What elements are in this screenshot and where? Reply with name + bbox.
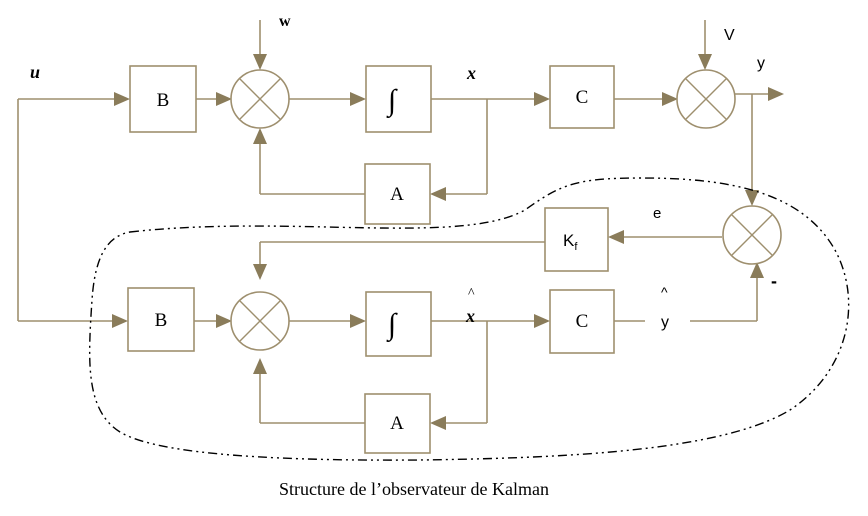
plant-sum-junction <box>230 69 290 129</box>
label-w: w <box>279 13 291 30</box>
observer-c-label: C <box>576 311 589 332</box>
observer-a-label: A <box>390 413 404 434</box>
observer-wires <box>18 236 758 424</box>
plant-b-block: B <box>129 65 197 133</box>
arrow-into-observer-a <box>430 416 446 430</box>
arrow-into-int <box>350 92 366 106</box>
error-sum-junction <box>722 205 782 265</box>
arrow-into-v-sum <box>662 92 678 106</box>
arrow-w-into-sum <box>253 54 267 70</box>
arrowheads <box>112 54 784 430</box>
plant-integrator-block: ∫ <box>365 65 432 133</box>
arrow-into-sum <box>216 92 232 106</box>
observer-integrator-block: ∫ <box>365 291 432 357</box>
observer-b-label: B <box>155 310 168 331</box>
observer-c-block: C <box>549 289 615 354</box>
arrow-into-observer-b <box>112 314 128 328</box>
arrow-into-observer-c <box>534 314 550 328</box>
label-e: e <box>653 205 661 222</box>
arrow-gain-into-sum <box>253 264 267 280</box>
label-x: x <box>466 63 476 83</box>
label-xhat-caret: ^ <box>468 286 475 301</box>
arrow-into-c <box>534 92 550 106</box>
arrow-into-observer-int <box>350 314 366 328</box>
label-y: y <box>757 55 765 72</box>
plant-c-label: C <box>576 87 589 108</box>
observer-b-block: B <box>127 287 195 352</box>
plant-a-block: A <box>364 163 431 225</box>
arrow-into-gain <box>608 230 624 244</box>
observer-a-block: A <box>364 393 431 454</box>
gain-kf-block: Kf <box>544 207 609 272</box>
arrow-observer-a-into-sum <box>253 358 267 374</box>
plant-a-label: A <box>390 184 404 205</box>
arrow-y-into-error <box>745 190 759 206</box>
label-u: u <box>30 62 40 82</box>
label-minus: - <box>771 271 777 291</box>
arrow-into-observer-sum <box>216 314 232 328</box>
measurement-sum-junction <box>676 69 736 129</box>
label-v: V <box>724 27 735 44</box>
plant-integrator-symbol: ∫ <box>386 84 398 119</box>
observer-integrator-symbol: ∫ <box>386 308 398 343</box>
diagram-caption: Structure de l’observateur de Kalman <box>279 479 549 499</box>
observer-boundary <box>88 177 850 461</box>
label-xhat: x <box>465 306 475 326</box>
plant-c-block: C <box>549 65 615 129</box>
gain-label: Kf <box>563 231 578 253</box>
observer-sum-junction <box>230 291 290 351</box>
label-yhat-caret: ^ <box>661 284 668 300</box>
arrow-into-a <box>430 187 446 201</box>
plant-b-label: B <box>157 90 170 111</box>
plant-wires <box>17 20 770 321</box>
label-yhat: y <box>661 314 669 331</box>
arrow-a-into-sum <box>253 128 267 144</box>
arrow-v-into-sum <box>698 54 712 70</box>
arrow-y-out <box>768 87 784 101</box>
arrow-yhat-into-error <box>750 262 764 278</box>
arrow-into-b <box>114 92 130 106</box>
